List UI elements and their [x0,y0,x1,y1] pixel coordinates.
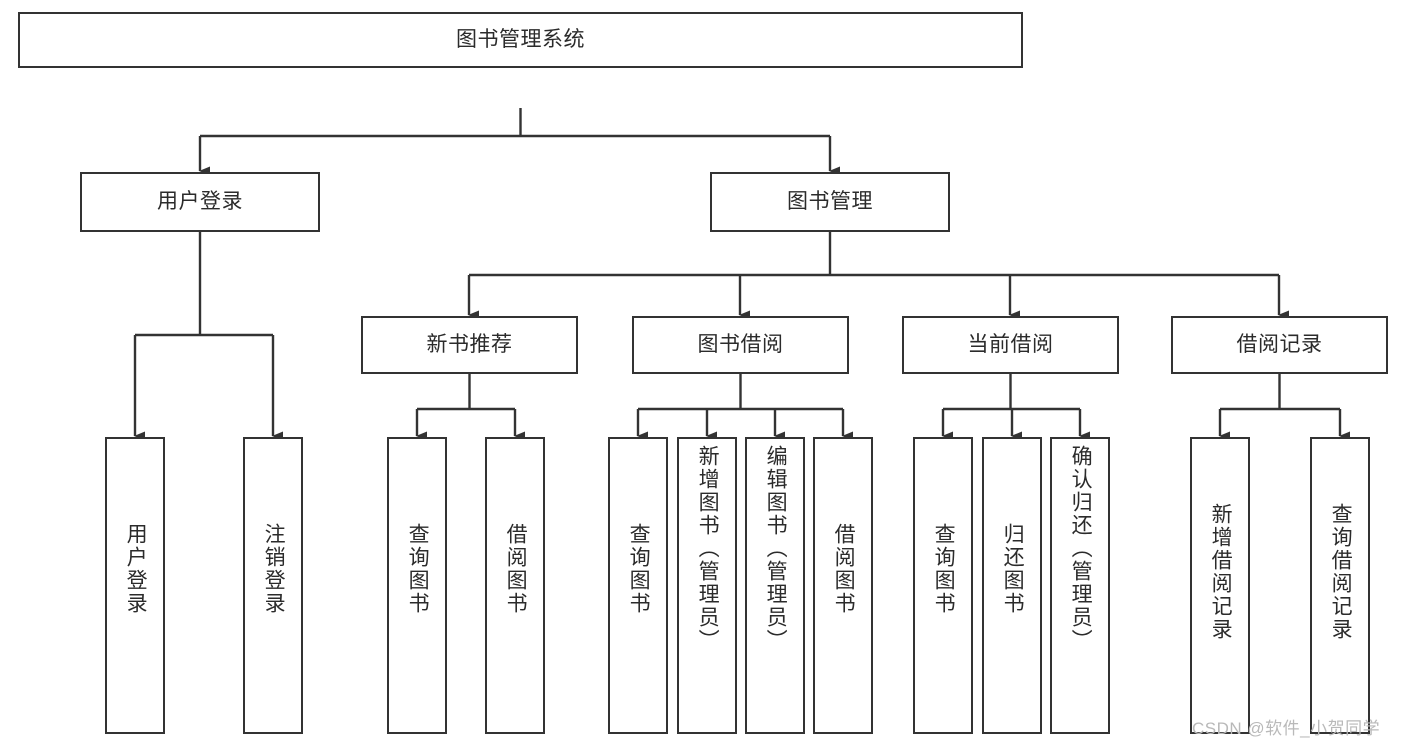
node-label: 查询图书 [932,523,956,615]
node-label: 新书推荐 [426,333,513,357]
edge-layer [133,108,1350,441]
node-r-add[interactable]: 新增借阅记录 [1190,437,1250,734]
node-c-confirm[interactable]: 确认归还（管理员） [1050,437,1110,734]
node-login[interactable]: 用户登录 [80,172,320,232]
node-label: 用户登录 [157,190,243,214]
node-root[interactable]: 图书管理系统 [18,12,1023,68]
node-label: 编辑图书（管理员） [764,445,788,652]
node-b-edit[interactable]: 编辑图书（管理员） [745,437,805,734]
node-label: 查询借阅记录 [1329,503,1353,641]
node-l-login[interactable]: 用户登录 [105,437,165,734]
node-b-query[interactable]: 查询图书 [608,437,668,734]
node-label: 用户登录 [124,523,148,615]
node-b-lend[interactable]: 借阅图书 [813,437,873,734]
node-l-logout[interactable]: 注销登录 [243,437,303,734]
node-label: 查询图书 [406,523,430,615]
node-label: 确认归还（管理员） [1069,445,1093,652]
node-records[interactable]: 借阅记录 [1171,316,1388,374]
node-label: 新增图书（管理员） [696,445,720,652]
node-label: 查询图书 [627,523,651,615]
node-label: 图书管理系统 [456,28,585,52]
node-label: 新增借阅记录 [1209,503,1233,641]
node-label: 图书管理 [787,190,873,214]
node-c-query[interactable]: 查询图书 [913,437,973,734]
node-label: 当前借阅 [967,333,1054,357]
node-bookmgmt[interactable]: 图书管理 [710,172,950,232]
node-label: 借阅图书 [504,523,528,615]
node-label: 归还图书 [1001,523,1025,615]
csdn-watermark: CSDN @软件_小贺同学 [1192,719,1381,738]
node-label: 图书借阅 [697,333,784,357]
node-newbook[interactable]: 新书推荐 [361,316,578,374]
node-n-borrow[interactable]: 借阅图书 [485,437,545,734]
node-r-query[interactable]: 查询借阅记录 [1310,437,1370,734]
node-borrow[interactable]: 图书借阅 [632,316,849,374]
node-label: 注销登录 [262,523,286,615]
node-n-query[interactable]: 查询图书 [387,437,447,734]
node-b-add[interactable]: 新增图书（管理员） [677,437,737,734]
node-label: 借阅记录 [1236,333,1323,357]
node-current[interactable]: 当前借阅 [902,316,1119,374]
node-label: 借阅图书 [832,523,856,615]
node-c-return[interactable]: 归还图书 [982,437,1042,734]
